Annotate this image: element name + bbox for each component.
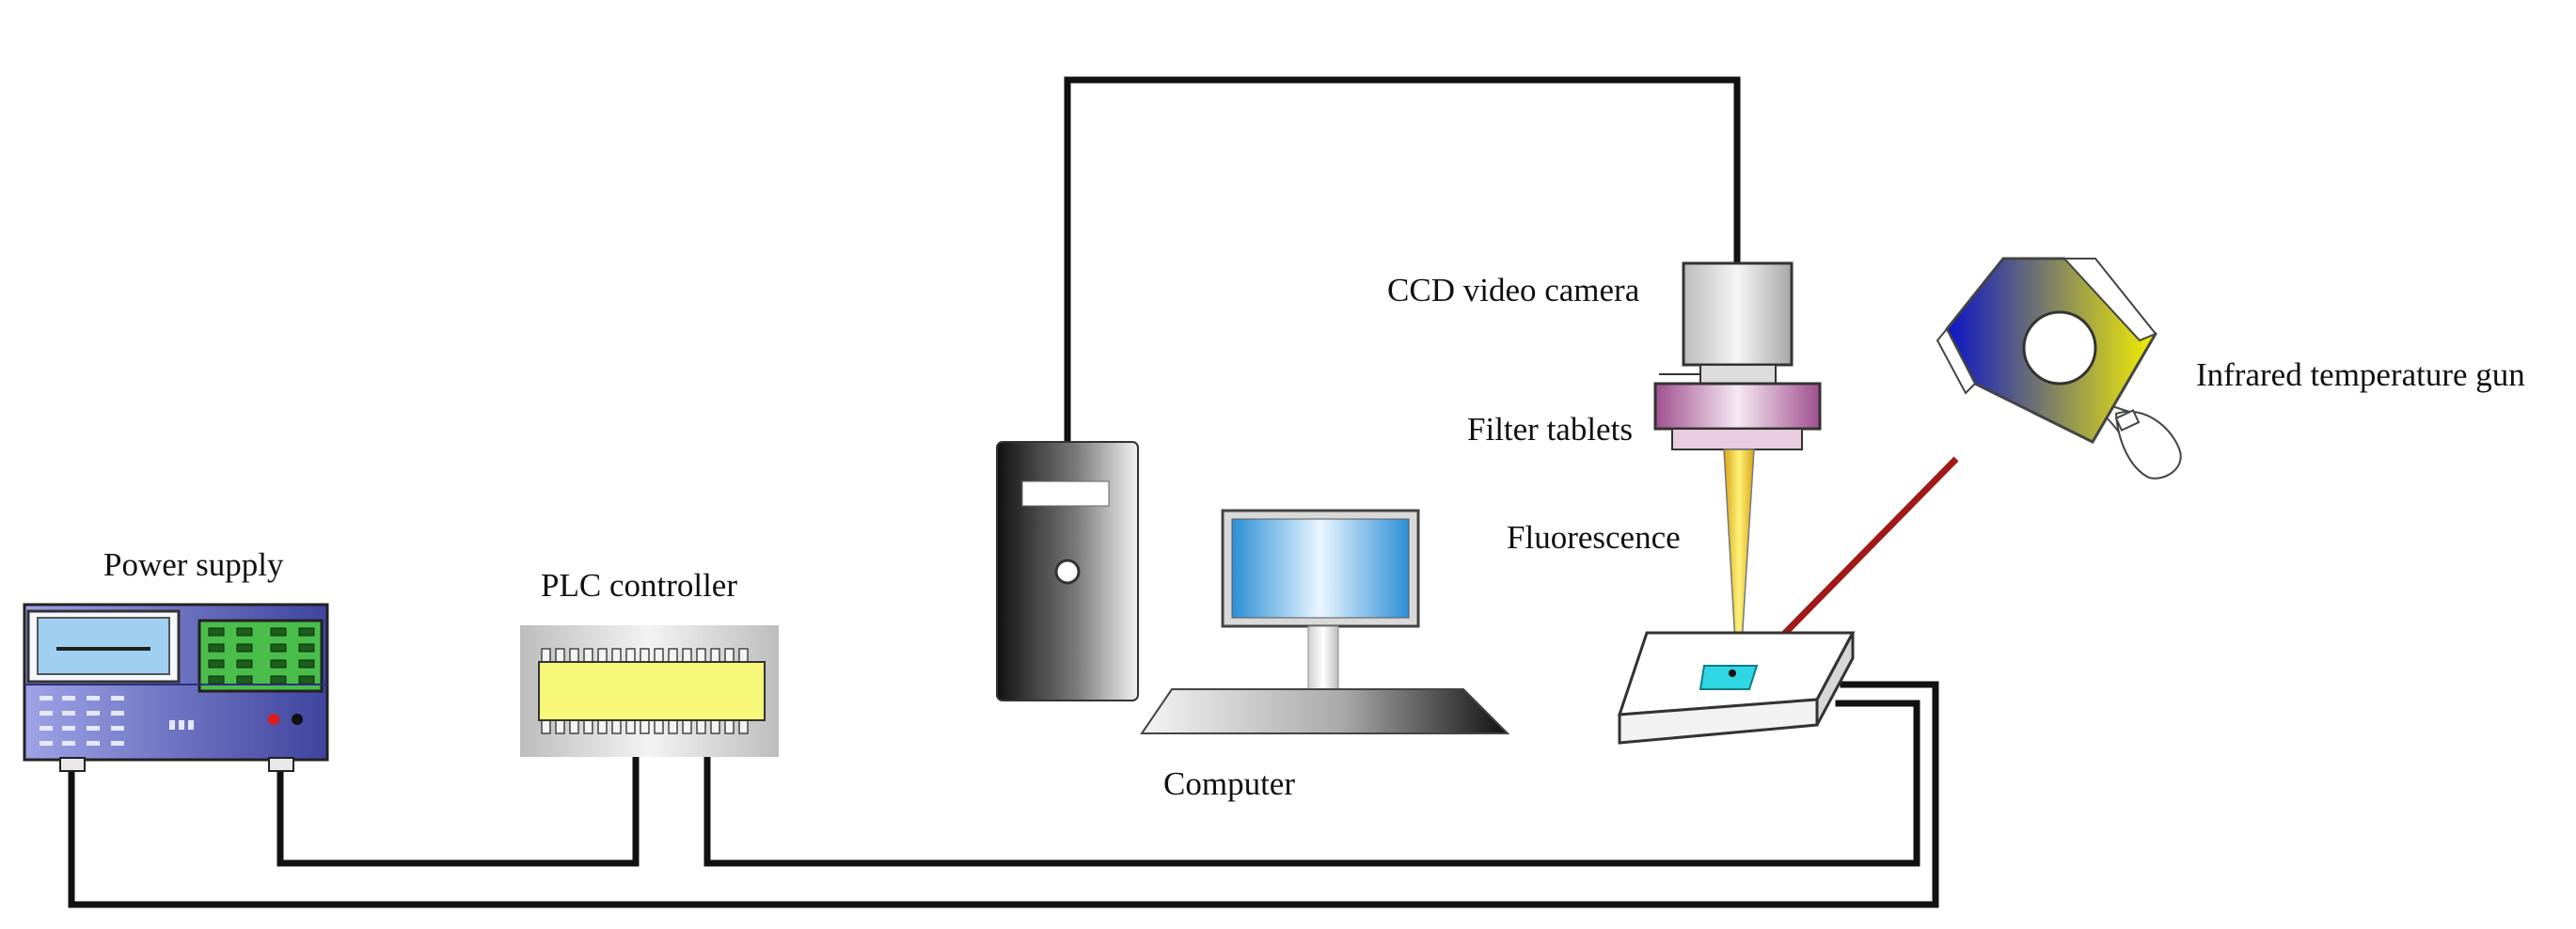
power-supply-icon (23, 603, 329, 772)
ccd-camera-icon (1659, 261, 1794, 385)
plc-chip-icon (520, 625, 779, 757)
computer-tower-icon (996, 441, 1139, 701)
label-ccd-camera: CCD video camera (1387, 272, 1640, 308)
label-power-supply: Power supply (103, 546, 284, 583)
label-plc-controller: PLC controller (541, 567, 737, 604)
wires (68, 76, 1939, 908)
infrared-gun-icon (1936, 257, 2182, 480)
label-fluorescence: Fluorescence (1507, 519, 1681, 556)
wire-tower-to-camera (1064, 76, 1741, 446)
monitor-icon (1140, 509, 1510, 734)
sample-stage-icon (1617, 631, 1856, 745)
sample-piece (1699, 665, 1759, 690)
label-infrared-gun: Infrared temperature gun (2196, 356, 2525, 393)
fluorescence-beam (1723, 449, 1755, 659)
label-computer: Computer (1163, 765, 1295, 802)
wire-plc-to-stage (703, 700, 1920, 867)
label-filter-tablets: Filter tablets (1467, 411, 1633, 448)
wire-power-to-plc (277, 727, 640, 867)
filter-icon (1653, 382, 1822, 450)
wire-power-to-stage (68, 681, 1939, 908)
